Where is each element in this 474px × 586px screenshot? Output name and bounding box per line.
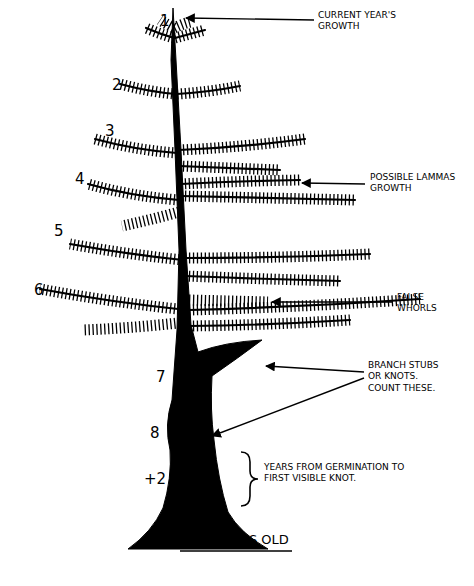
callout-number: 2 (112, 76, 132, 95)
needle-foliage (40, 20, 420, 330)
caption-underline (180, 550, 292, 551)
callout-number: +2 (144, 470, 174, 489)
callout-number: 1 (160, 12, 180, 31)
callout-number: 6 (34, 281, 54, 300)
callout-note: POSSIBLE LAMMAS GROWTH (370, 172, 462, 195)
callout-note: FALSE WHORLS (397, 292, 459, 315)
callout-number: 4 (75, 170, 95, 189)
tree-trunk (128, 8, 268, 549)
callout-number: 7 (156, 368, 176, 387)
callout-number: 5 (54, 222, 74, 241)
callout-number: 3 (105, 122, 125, 141)
bracket (241, 452, 258, 506)
caption: ≈10 YEARS OLD (136, 532, 336, 548)
callout-note: YEARS FROM GERMINATION TO FIRST VISIBLE … (264, 462, 414, 485)
branch-axes (40, 28, 420, 326)
callout-note: BRANCH STUBS OR KNOTS. COUNT THESE. (368, 360, 452, 394)
callout-note: CURRENT YEAR'S GROWTH (318, 10, 400, 33)
leader-arrows (186, 18, 393, 436)
callout-number: 8 (150, 424, 170, 443)
